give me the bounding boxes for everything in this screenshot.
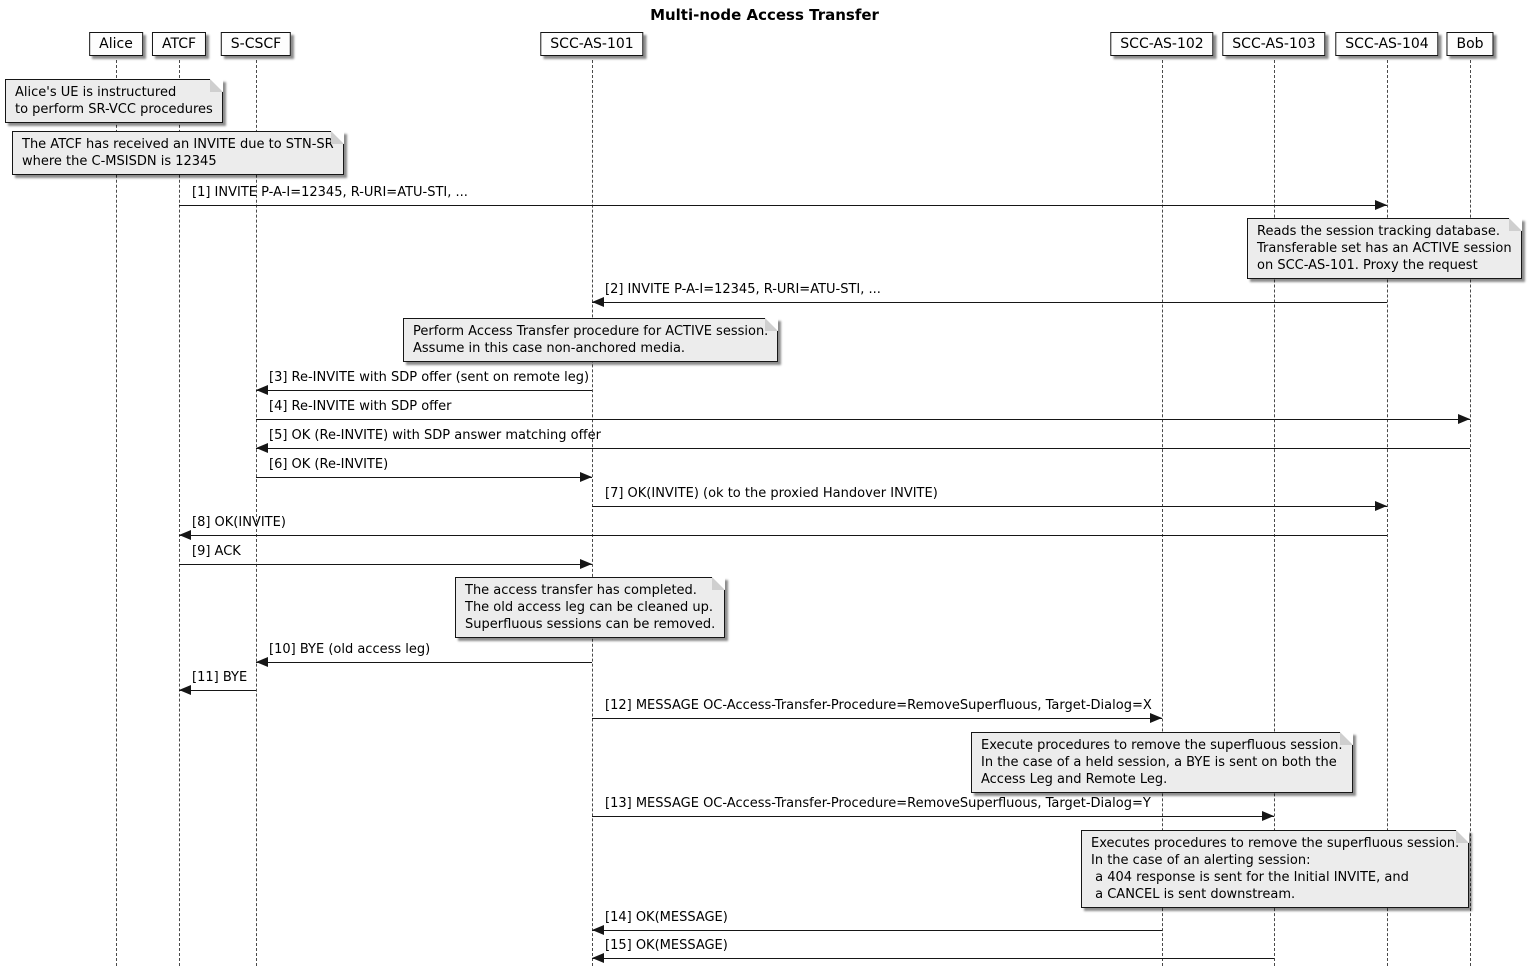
note-remove-alerting-line-4: a CANCEL is sent downstream. [1091, 887, 1296, 902]
message-2-arrowhead [592, 297, 604, 307]
message-9-arrowhead [580, 559, 592, 569]
lifeline-alice [116, 60, 117, 966]
message-3-label: [3] Re-INVITE with SDP offer (sent on re… [269, 370, 590, 385]
lifeline-scc-as-102 [1162, 60, 1163, 966]
message-2-line [592, 302, 1387, 303]
message-13-line [592, 816, 1274, 817]
message-14-arrowhead [592, 925, 604, 935]
message-3-arrowhead [256, 385, 268, 395]
message-4-label: [4] Re-INVITE with SDP offer [269, 399, 452, 414]
participant-bob: Bob [1446, 32, 1494, 56]
message-8-line [179, 535, 1387, 536]
message-12-line [592, 718, 1162, 719]
message-7-arrowhead [1375, 501, 1387, 511]
note-alice-ue-line-2: to perform SR-VCC procedures [15, 102, 213, 117]
message-2-label: [2] INVITE P-A-I=12345, R-URI=ATU-STI, .… [605, 282, 881, 297]
note-session-tracking-line-1: Reads the session tracking database. [1257, 224, 1501, 239]
participant-scc-as-103: SCC-AS-103 [1222, 32, 1326, 56]
message-10-label: [10] BYE (old access leg) [269, 642, 431, 657]
note-access-transfer-line-2: Assume in this case non-anchored media. [413, 341, 686, 356]
note-alice-ue-line-1: Alice's UE is instructured [15, 85, 177, 100]
note-atcf-invite-line-2: where the C-MSISDN is 12345 [22, 154, 217, 169]
message-7-label: [7] OK(INVITE) (ok to the proxied Handov… [605, 486, 938, 501]
message-4-line [256, 419, 1470, 420]
note-transfer-completed-line-2: The old access leg can be cleaned up. [465, 600, 714, 615]
note-transfer-completed-line-3: Superfluous sessions can be removed. [465, 617, 716, 632]
participant-scc-as-102: SCC-AS-102 [1110, 32, 1214, 56]
message-11-arrowhead [179, 685, 191, 695]
note-alice-ue: Alice's UE is instructured to perform SR-… [5, 79, 223, 123]
message-6-line [256, 477, 592, 478]
note-remove-alerting: Executes procedures to remove the superf… [1081, 830, 1470, 908]
diagram-title: Multi-node Access Transfer [650, 6, 879, 24]
note-access-transfer: Perform Access Transfer procedure for AC… [403, 318, 779, 362]
message-1-arrowhead [1375, 200, 1387, 210]
note-fold-icon [1508, 218, 1522, 231]
note-session-tracking-line-2: Transferable set has an ACTIVE session [1257, 241, 1512, 256]
note-remove-held-line-3: Access Leg and Remote Leg. [981, 772, 1168, 787]
note-transfer-completed: The access transfer has completed. The ol… [455, 577, 726, 638]
note-access-transfer-line-1: Perform Access Transfer procedure for AC… [413, 324, 769, 339]
note-remove-alerting-line-3: a 404 response is sent for the Initial I… [1091, 870, 1409, 885]
message-12-label: [12] MESSAGE OC-Access-Transfer-Procedur… [605, 698, 1152, 713]
note-atcf-invite-line-1: The ATCF has received an INVITE due to S… [22, 137, 334, 152]
lifeline-bob [1470, 60, 1471, 966]
message-6-label: [6] OK (Re-INVITE) [269, 457, 389, 472]
message-6-arrowhead [580, 472, 592, 482]
message-9-label: [9] ACK [192, 544, 241, 559]
lifeline-scc-as-101 [592, 60, 593, 966]
message-14-line [592, 930, 1162, 931]
participant-atcf: ATCF [151, 32, 207, 56]
note-remove-held-line-2: In the case of a held session, a BYE is … [981, 755, 1337, 770]
note-remove-alerting-line-1: Executes procedures to remove the superf… [1091, 836, 1460, 851]
note-fold-icon [712, 577, 726, 590]
note-remove-alerting-line-2: In the case of an alerting session: [1091, 853, 1311, 868]
message-10-arrowhead [256, 657, 268, 667]
message-10-line [256, 662, 592, 663]
message-5-line [256, 448, 1470, 449]
note-fold-icon [1456, 830, 1470, 843]
note-fold-icon [765, 318, 779, 331]
lifeline-scc-as-104 [1387, 60, 1388, 966]
note-atcf-invite: The ATCF has received an INVITE due to S… [12, 131, 344, 175]
message-4-arrowhead [1458, 414, 1470, 424]
message-12-arrowhead [1150, 713, 1162, 723]
participant-s-cscf: S-CSCF [220, 32, 292, 56]
lifeline-atcf [179, 60, 180, 966]
message-3-line [256, 390, 592, 391]
lifeline-s-cscf [256, 60, 257, 966]
note-fold-icon [1339, 732, 1353, 745]
message-1-line [179, 205, 1387, 206]
message-13-label: [13] MESSAGE OC-Access-Transfer-Procedur… [605, 796, 1151, 811]
message-13-arrowhead [1262, 811, 1274, 821]
participant-scc-as-104: SCC-AS-104 [1335, 32, 1439, 56]
note-fold-icon [209, 79, 223, 92]
participant-scc-as-101: SCC-AS-101 [540, 32, 644, 56]
note-remove-held-line-1: Execute procedures to remove the superfl… [981, 738, 1343, 753]
note-session-tracking-line-3: on SCC-AS-101. Proxy the request [1257, 258, 1478, 273]
message-1-label: [1] INVITE P-A-I=12345, R-URI=ATU-STI, .… [192, 185, 468, 200]
message-15-label: [15] OK(MESSAGE) [605, 938, 728, 953]
message-15-line [592, 958, 1274, 959]
message-5-label: [5] OK (Re-INVITE) with SDP answer match… [269, 428, 601, 443]
note-remove-held: Execute procedures to remove the superfl… [971, 732, 1353, 793]
participant-alice: Alice [89, 32, 143, 56]
message-7-line [592, 506, 1387, 507]
note-transfer-completed-line-1: The access transfer has completed. [465, 583, 697, 598]
note-session-tracking: Reads the session tracking database. Tran… [1247, 218, 1522, 279]
note-fold-icon [330, 131, 344, 144]
message-11-label: [11] BYE [192, 670, 248, 685]
message-5-arrowhead [256, 443, 268, 453]
message-8-label: [8] OK(INVITE) [192, 515, 286, 530]
lifeline-scc-as-103 [1274, 60, 1275, 966]
message-15-arrowhead [592, 953, 604, 963]
message-11-line [179, 690, 256, 691]
message-9-line [179, 564, 592, 565]
message-8-arrowhead [179, 530, 191, 540]
message-14-label: [14] OK(MESSAGE) [605, 910, 728, 925]
